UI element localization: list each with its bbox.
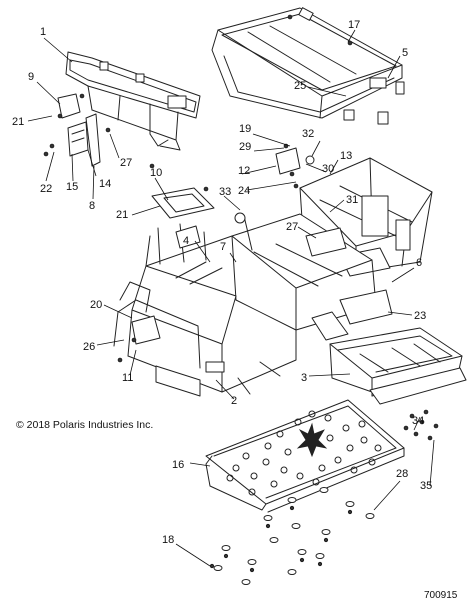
callout-29: 29 xyxy=(239,141,251,153)
callout-5: 5 xyxy=(402,47,408,59)
drawing-number: 700915 xyxy=(424,590,458,601)
callout-33: 33 xyxy=(219,186,231,198)
fasteners xyxy=(43,14,439,585)
callout-16: 16 xyxy=(172,459,184,471)
callout-27-b: 27 xyxy=(286,221,298,233)
callout-13: 13 xyxy=(340,150,352,162)
callout-11: 11 xyxy=(122,372,133,384)
front-cross-frame xyxy=(65,51,201,151)
callout-8: 8 xyxy=(89,200,95,212)
callout-32: 32 xyxy=(302,128,314,140)
small-brackets-right xyxy=(275,147,315,175)
callout-30: 30 xyxy=(322,163,334,175)
callout-17: 17 xyxy=(348,19,360,31)
cargo-bed-frame xyxy=(211,7,405,125)
callout-34: 34 xyxy=(412,415,424,427)
callout-31: 31 xyxy=(346,194,358,206)
main-chassis-frame xyxy=(113,157,433,397)
skid-bracket xyxy=(151,187,215,219)
left-brackets xyxy=(57,93,101,167)
skid-plate xyxy=(205,399,405,513)
callout-21-b: 21 xyxy=(116,209,128,221)
callout-24: 24 xyxy=(238,185,250,197)
callout-3: 3 xyxy=(301,372,307,384)
callout-6: 6 xyxy=(416,257,422,269)
callout-1: 1 xyxy=(40,26,46,38)
callout-labels: 1 2 3 4 5 6 7 8 9 10 11 12 13 14 15 16 1… xyxy=(12,19,432,546)
callout-28: 28 xyxy=(396,468,408,480)
callout-21-a: 21 xyxy=(12,116,24,128)
callout-15: 15 xyxy=(66,181,78,193)
side-skid-rail xyxy=(329,327,467,405)
callout-12: 12 xyxy=(238,165,250,177)
callout-19: 19 xyxy=(239,123,251,135)
callout-20: 20 xyxy=(90,299,102,311)
copyright-notice: © 2018 Polaris Industries Inc. xyxy=(16,419,153,431)
callout-22: 22 xyxy=(40,183,52,195)
callout-7: 7 xyxy=(220,241,226,253)
callout-4: 4 xyxy=(183,235,189,247)
callout-10: 10 xyxy=(150,167,162,179)
callout-35: 35 xyxy=(420,480,432,492)
callout-18: 18 xyxy=(162,534,174,546)
callout-9: 9 xyxy=(28,71,34,83)
callout-2: 2 xyxy=(231,395,237,407)
callout-25: 25 xyxy=(294,80,306,92)
callout-14: 14 xyxy=(99,178,111,190)
callout-26: 26 xyxy=(83,341,95,353)
callout-23: 23 xyxy=(414,310,426,322)
callout-leaders xyxy=(27,29,435,567)
callout-27-a: 27 xyxy=(120,157,132,169)
